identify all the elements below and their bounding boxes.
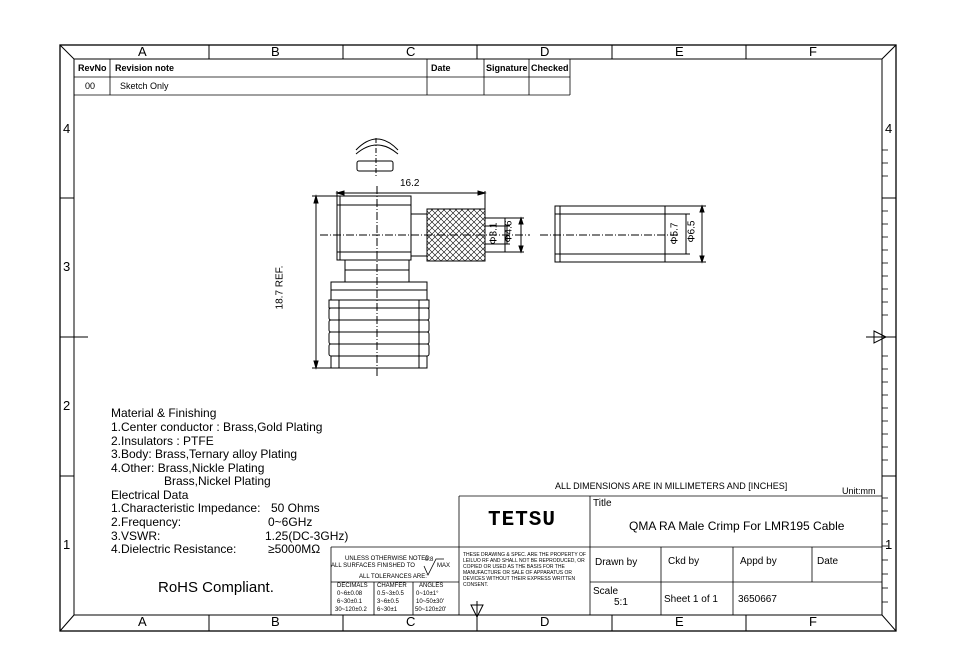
tol-finish-value: 0.8 bbox=[425, 557, 434, 563]
tol-line-2: ALL SURFACES FINISHED TO bbox=[331, 563, 415, 569]
rev-row-revno: 00 bbox=[85, 81, 96, 91]
rev-header-date: Date bbox=[431, 63, 451, 73]
unit-label: Unit:mm bbox=[842, 486, 876, 496]
scale-label: Scale bbox=[593, 586, 619, 597]
zone-right-1: 1 bbox=[885, 537, 893, 552]
units-note: ALL DIMENSIONS ARE IN MILLIMETERS AND [I… bbox=[555, 481, 788, 491]
tol-ch-1: 0.5~3±0.5 bbox=[377, 591, 404, 597]
zone-bottom-d: D bbox=[540, 614, 550, 629]
rev-header-revno: RevNo bbox=[78, 63, 107, 73]
materials-line-4: 4.Other: Brass,Nickle Plating bbox=[111, 461, 265, 475]
drawn-by-label: Drawn by bbox=[595, 557, 638, 568]
tol-ang-1: 0~10±1° bbox=[416, 591, 439, 597]
tol-ang-2: 10~50±30' bbox=[416, 599, 444, 605]
dim-length: 16.2 bbox=[400, 178, 420, 189]
materials-line-4-cont: Brass,Nickel Plating bbox=[164, 474, 271, 488]
zone-bottom-e: E bbox=[675, 614, 684, 629]
zone-bottom-b: B bbox=[271, 614, 280, 629]
zone-top-b: B bbox=[271, 44, 280, 59]
materials-line-1: 1.Center conductor : Brass,Gold Plating bbox=[111, 420, 323, 434]
zone-top-d: D bbox=[540, 44, 550, 59]
tol-ang-3: 50~120±20' bbox=[415, 607, 447, 613]
tol-max: MAX bbox=[437, 563, 451, 569]
zone-top-f: F bbox=[809, 44, 817, 59]
materials-line-2: 2.Insulators : PTFE bbox=[111, 434, 214, 448]
tol-header-chamfer: CHAMFER bbox=[377, 583, 407, 589]
date-label: Date bbox=[817, 556, 839, 567]
electrical-label-4: 4.Dielectric Resistance: bbox=[111, 542, 237, 556]
part-number: 3650667 bbox=[738, 594, 777, 605]
zone-right-4: 4 bbox=[885, 121, 893, 136]
tol-header-decimals: DECIMALS bbox=[337, 583, 368, 589]
property-note: THESE DRAWING & SPEC. ARE THE PROPERTY O… bbox=[463, 552, 586, 588]
drawing-title: QMA RA Male Crimp For LMR195 Cable bbox=[629, 519, 845, 533]
tol-dec-2: 6~30±0.1 bbox=[337, 599, 363, 605]
electrical-value-1: 50 Ohms bbox=[271, 501, 320, 515]
rev-header-checked: Checked bbox=[531, 63, 569, 73]
electrical-heading: Electrical Data bbox=[111, 488, 189, 502]
tol-ch-3: 6~30±1 bbox=[377, 607, 398, 613]
scale-value: 5:1 bbox=[614, 597, 628, 608]
tol-line-3: ALL TOLERANCES ARE: bbox=[359, 574, 427, 580]
zone-left-1: 1 bbox=[63, 537, 71, 552]
rev-row-note: Sketch Only bbox=[120, 81, 169, 91]
electrical-label-3: 3.VSWR: bbox=[111, 529, 161, 543]
rohs-note: RoHS Compliant. bbox=[158, 579, 274, 596]
title-label: Title bbox=[593, 498, 612, 509]
appd-by-label: Appd by bbox=[740, 556, 777, 567]
materials-heading: Material & Finishing bbox=[111, 406, 217, 420]
electrical-value-4: ≥5000MΩ bbox=[268, 542, 321, 556]
zone-left-2: 2 bbox=[63, 398, 71, 413]
electrical-label-2: 2.Frequency: bbox=[111, 515, 182, 529]
zone-top-a: A bbox=[138, 44, 147, 59]
electrical-value-2: 0~6GHz bbox=[268, 515, 313, 529]
tol-ch-2: 3~6±0.5 bbox=[377, 599, 399, 605]
zone-bottom-c: C bbox=[406, 614, 416, 629]
zone-left-3: 3 bbox=[63, 259, 71, 274]
zone-top-c: C bbox=[406, 44, 416, 59]
zone-bottom-a: A bbox=[138, 614, 147, 629]
zone-left-4: 4 bbox=[63, 121, 71, 136]
rev-header-note: Revision note bbox=[115, 63, 175, 73]
rev-header-signature: Signature bbox=[486, 63, 528, 73]
materials-line-3: 3.Body: Brass,Ternary alloy Plating bbox=[111, 447, 298, 461]
company-logo: TETSU bbox=[488, 509, 557, 532]
zone-top-e: E bbox=[675, 44, 684, 59]
tol-line-1: UNLESS OTHERWISE NOTED bbox=[345, 556, 430, 562]
sheet-number: Sheet 1 of 1 bbox=[664, 594, 718, 605]
electrical-label-1: 1.Characteristic Impedance: bbox=[111, 501, 261, 515]
zone-bottom-f: F bbox=[809, 614, 817, 629]
ckd-by-label: Ckd by bbox=[668, 556, 700, 567]
tol-header-angles: ANGLES bbox=[419, 583, 444, 589]
tol-dec-3: 30~120±0.2 bbox=[335, 607, 367, 613]
electrical-value-3: 1.25(DC-3GHz) bbox=[265, 529, 349, 543]
tol-dec-1: 0~6±0.08 bbox=[337, 591, 363, 597]
